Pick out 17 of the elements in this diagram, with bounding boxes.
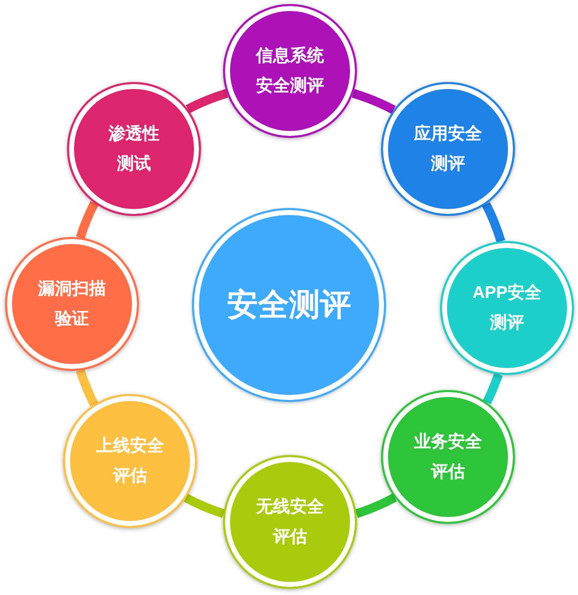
- ring-arc: [76, 369, 98, 406]
- ring-arc: [352, 89, 396, 114]
- circle-label: 漏洞扫描验证: [37, 278, 107, 330]
- circle-label: 信息系统安全测评: [254, 45, 325, 97]
- ring-arc: [482, 372, 503, 404]
- ring-arc: [186, 89, 228, 114]
- circle-label: 应用安全测评: [412, 123, 483, 175]
- ring-arc: [355, 494, 397, 518]
- circle-label: 业务安全评估: [413, 431, 483, 483]
- circle-label: 无线安全评估: [254, 496, 325, 548]
- circle-label: 安全测评: [227, 287, 351, 323]
- circle-label: APP安全测评: [472, 282, 542, 334]
- ring-arc: [482, 202, 506, 243]
- ring-arc: [184, 494, 225, 518]
- ring-arc: [76, 201, 99, 239]
- circle-label: 上线安全评估: [95, 435, 165, 487]
- circle-label: 渗透性测试: [108, 123, 160, 175]
